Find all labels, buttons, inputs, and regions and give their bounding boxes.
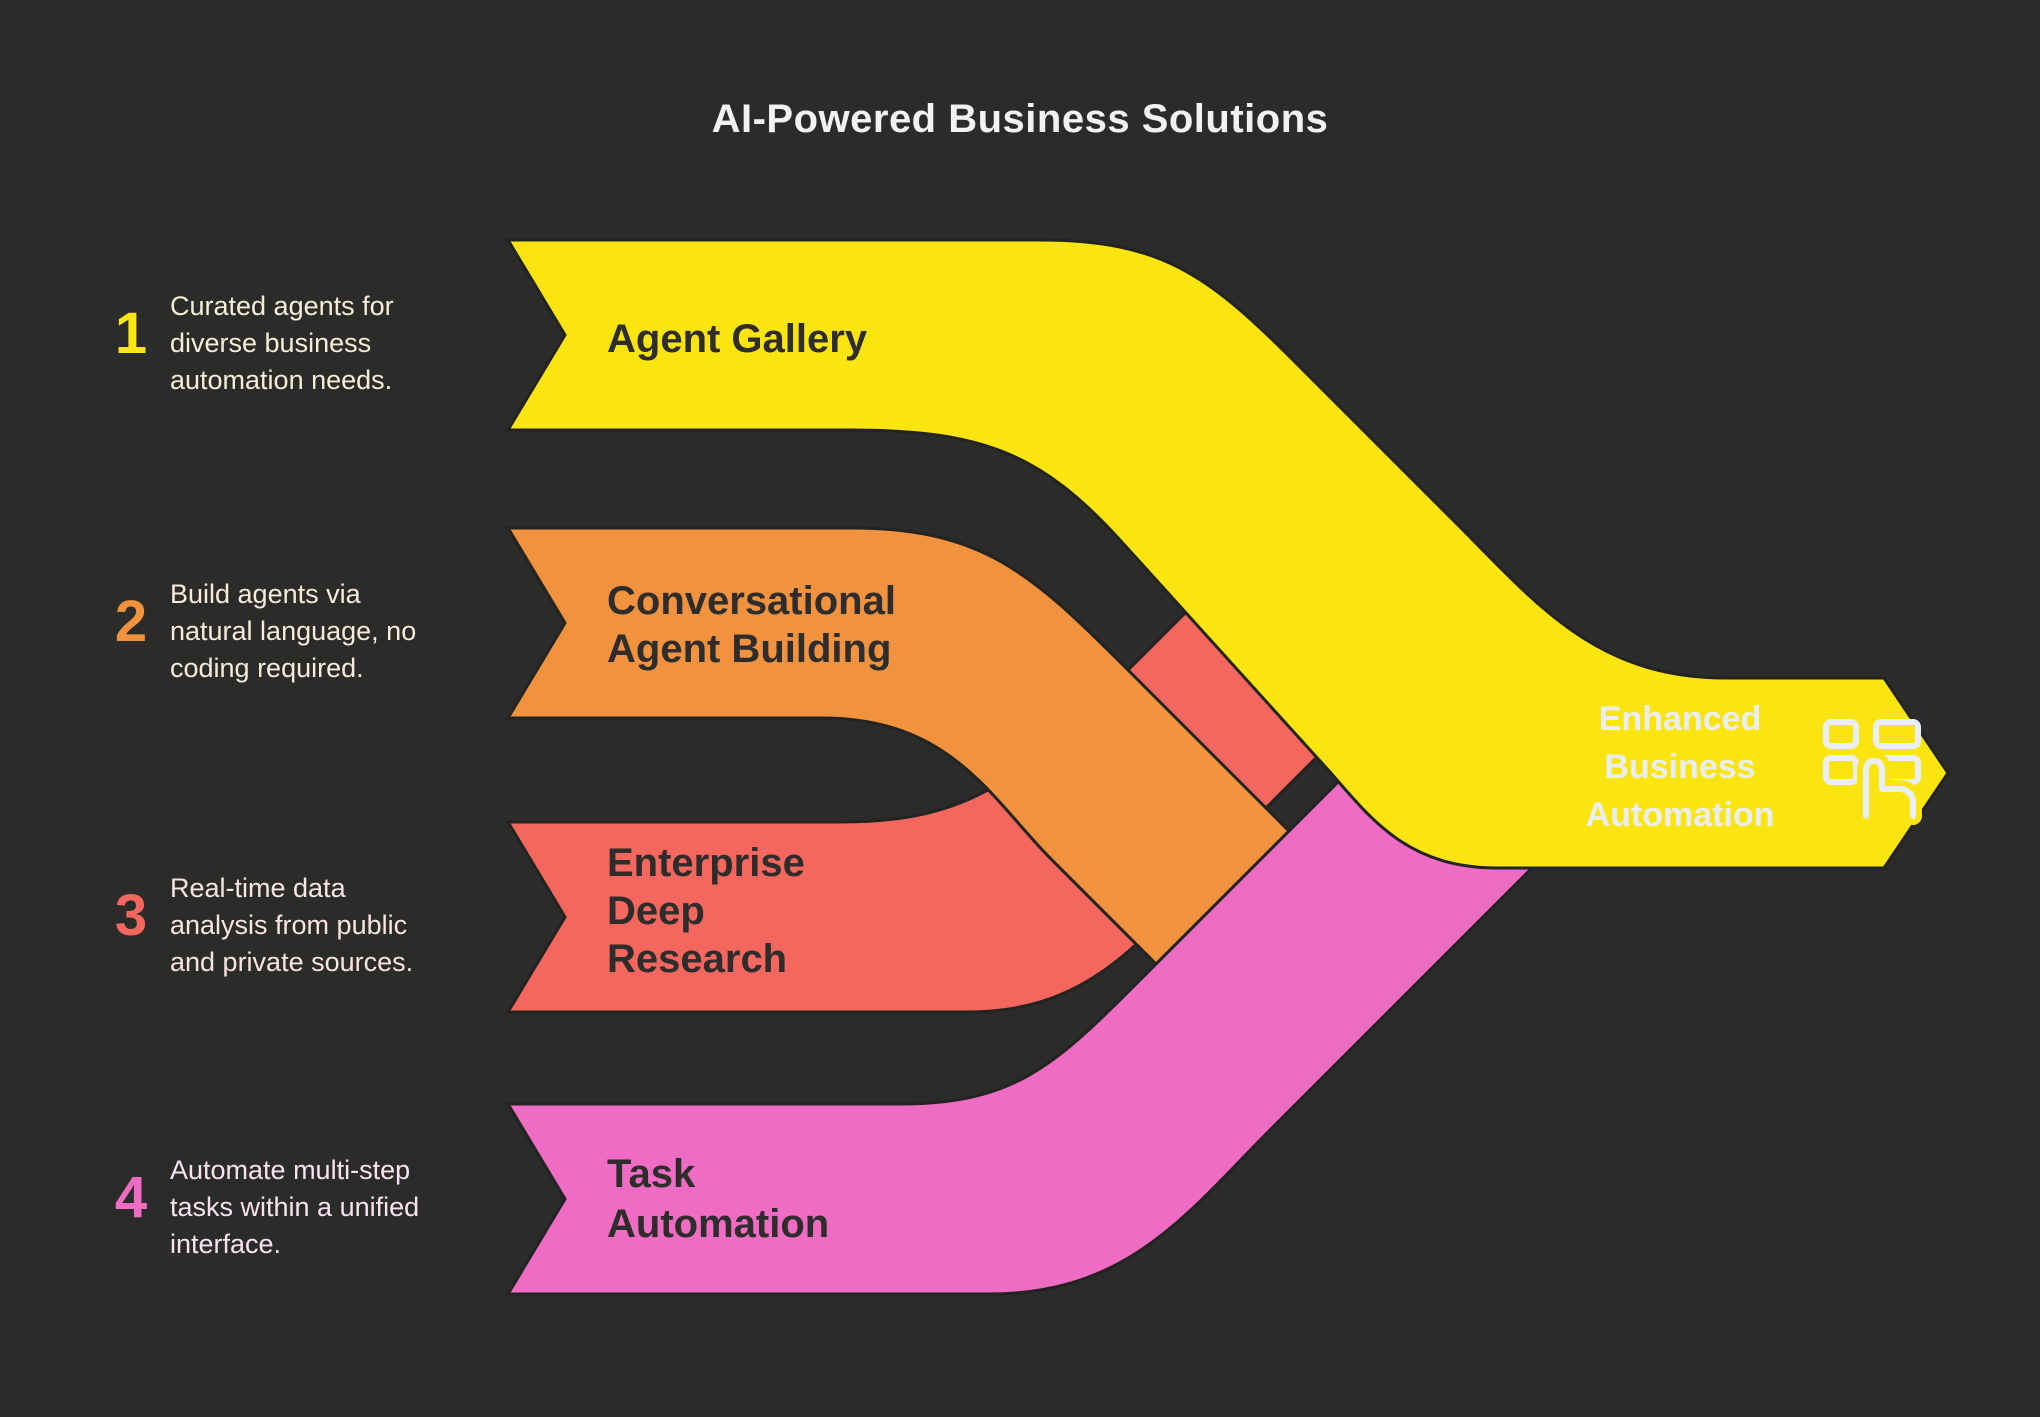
item-4-label-line-2: Automation <box>607 1202 829 1246</box>
result-label-line-1: Enhanced <box>1599 700 1761 738</box>
item-4-desc-line-2: tasks within a unified <box>170 1192 419 1222</box>
tap-finger-icon <box>1863 758 1916 819</box>
tap-menu-icon-rect-mid-left <box>1823 755 1859 785</box>
item-4-number: 4 <box>115 1165 147 1230</box>
item-1-desc-line-3: automation needs. <box>170 365 392 395</box>
tap-menu-icon <box>1823 719 1922 825</box>
item-2-band-label: Conversational Agent Building <box>607 579 896 671</box>
item-1-description: Curated agents for diverse business auto… <box>170 291 394 395</box>
result-arrow-label: Enhanced Business Automation <box>1586 700 1775 834</box>
band-agent-gallery-and-result-arrow <box>505 238 1950 870</box>
item-4-description: Automate multi-step tasks within a unifi… <box>170 1155 419 1259</box>
item-4-band-label: Task Automation <box>607 1152 829 1246</box>
band-task-automation <box>505 639 1621 1296</box>
item-2-desc-line-2: natural language, no <box>170 616 416 646</box>
item-3-band-label: Enterprise Deep Research <box>607 841 805 981</box>
item-1-desc-line-2: diverse business <box>170 328 371 358</box>
item-3-number: 3 <box>115 883 147 948</box>
item-3-desc-line-2: analysis from public <box>170 910 407 940</box>
item-2-desc-line-1: Build agents via <box>170 579 362 609</box>
item-4-desc-line-1: Automate multi-step <box>170 1155 410 1185</box>
item-1-number: 1 <box>115 301 147 366</box>
page-title: AI-Powered Business Solutions <box>712 97 1329 141</box>
item-4-desc-line-3: interface. <box>170 1229 281 1259</box>
item-3-desc-line-1: Real-time data <box>170 873 347 903</box>
item-2-description: Build agents via natural language, no co… <box>170 579 416 683</box>
item-2-label-line-1: Conversational <box>607 579 896 623</box>
tap-menu-icon-rect-top-left <box>1823 719 1859 749</box>
item-4-label-line-1: Task <box>607 1152 696 1196</box>
item-1-band-label: Agent Gallery <box>607 317 868 361</box>
tap-menu-icon-rect-top-right <box>1873 719 1921 749</box>
item-2-number: 2 <box>115 589 147 654</box>
result-label-line-2: Business <box>1604 748 1755 786</box>
item-3-label-line-2: Deep <box>607 889 705 933</box>
item-2-label-line-2: Agent Building <box>607 627 891 671</box>
item-3-description: Real-time data analysis from public and … <box>170 873 413 977</box>
item-3-desc-line-3: and private sources. <box>170 947 413 977</box>
item-3-label-line-3: Research <box>607 937 787 981</box>
item-3-label-line-1: Enterprise <box>607 841 805 885</box>
item-1-desc-line-1: Curated agents for <box>170 291 394 321</box>
result-label-line-3: Automation <box>1586 796 1775 834</box>
item-2-desc-line-3: coding required. <box>170 653 364 683</box>
